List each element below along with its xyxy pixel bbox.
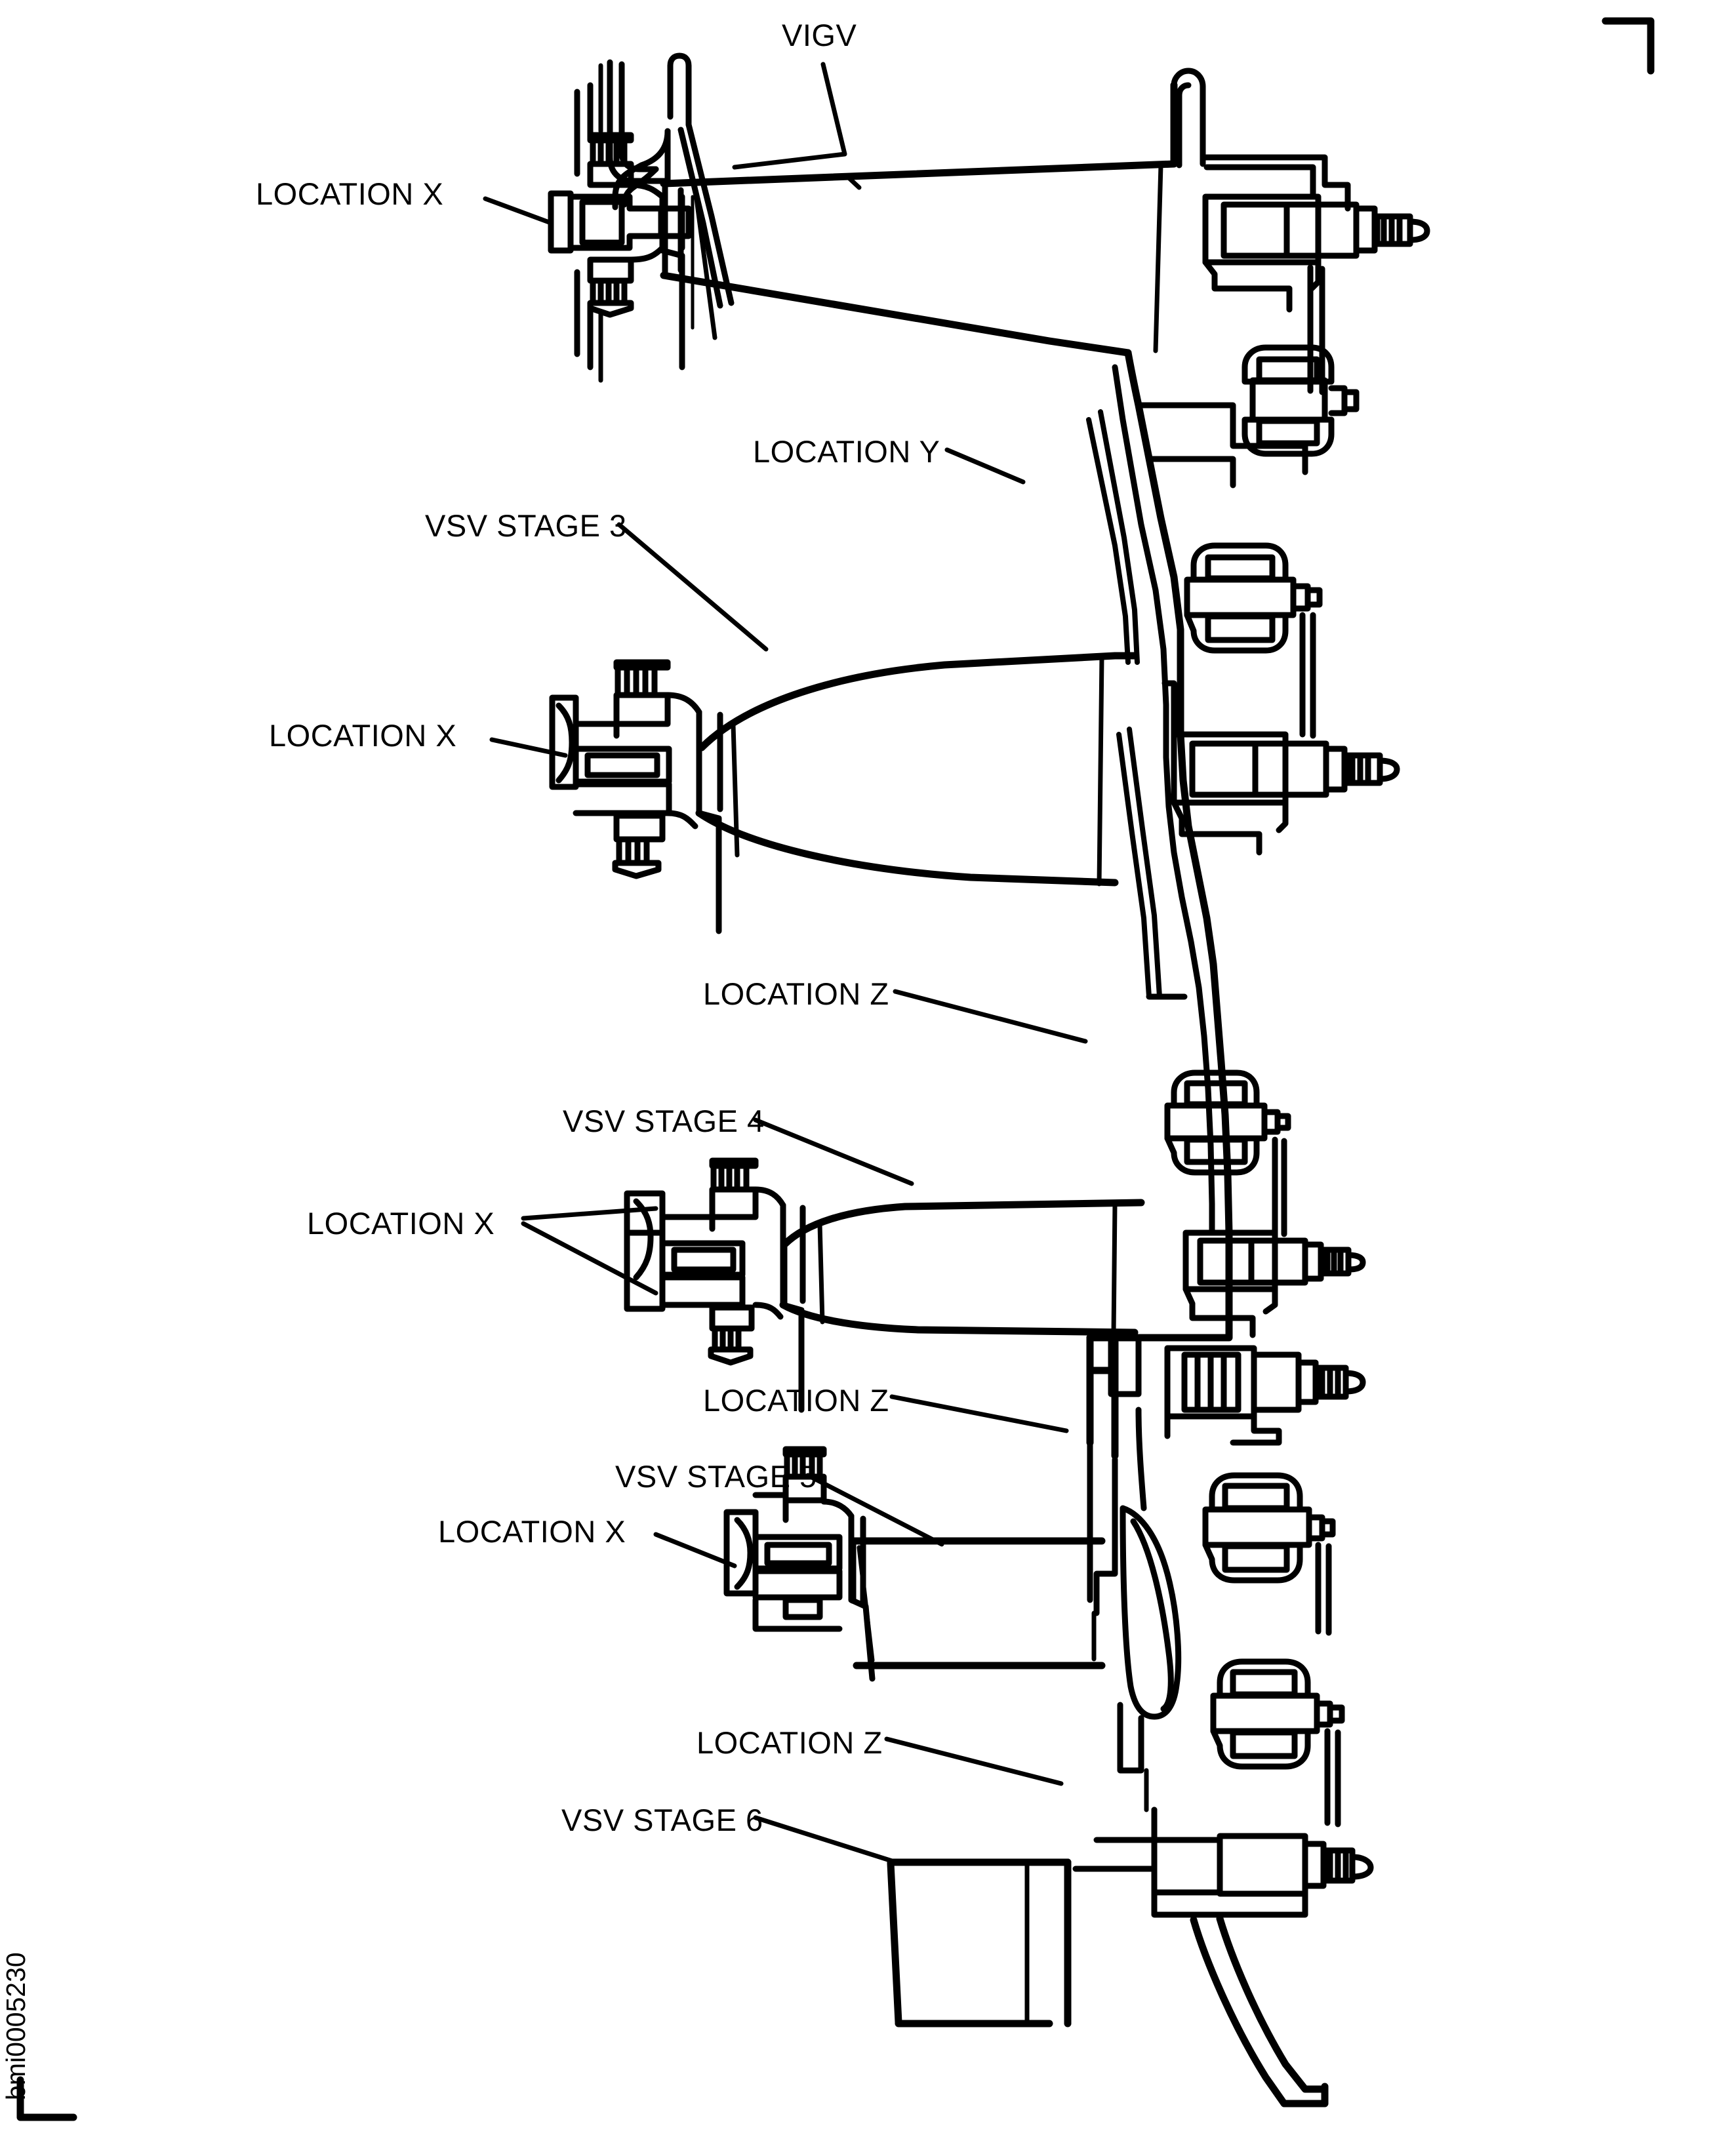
label-location-z-lower: LOCATION Z bbox=[696, 1725, 883, 1760]
vsv-stage-4-assembly bbox=[624, 1157, 1145, 1413]
label-vsv-stage-3: VSV STAGE 3 bbox=[425, 508, 627, 543]
leader-loc_z_1 bbox=[893, 989, 1088, 1044]
leader-vsv_stage_6 bbox=[753, 1815, 895, 1864]
stage-3-casing-hardware bbox=[1135, 402, 1400, 856]
vigv-assembly bbox=[548, 52, 1430, 457]
leader-loc_y bbox=[944, 447, 1026, 485]
label-location-z-middle: LOCATION Z bbox=[703, 1383, 889, 1418]
leader-vigv bbox=[732, 62, 847, 170]
label-location-x-vigv: LOCATION X bbox=[256, 176, 444, 211]
label-location-x-stage-3: LOCATION X bbox=[269, 718, 457, 753]
vsv-stage-3-assembly bbox=[549, 652, 1139, 934]
label-location-y: LOCATION Y bbox=[753, 434, 940, 469]
leader-lines bbox=[483, 62, 1088, 1864]
stage-5-casing-hardware bbox=[1120, 1345, 1366, 1720]
leader-vsv_stage_3 bbox=[616, 522, 769, 652]
label-location-x-stage-5: LOCATION X bbox=[438, 1514, 626, 1549]
leader-vsv_stage_4 bbox=[753, 1117, 914, 1186]
vsv-stage-5-assembly bbox=[723, 1446, 1106, 1682]
leader-loc_x_3b bbox=[521, 1221, 658, 1296]
label-vsv-stage-4: VSV STAGE 4 bbox=[563, 1104, 765, 1138]
label-vigv: VIGV bbox=[782, 18, 857, 52]
casing-spine bbox=[1124, 81, 1233, 1237]
label-vsv-stage-6: VSV STAGE 6 bbox=[561, 1803, 763, 1837]
leader-vsv_stage_5 bbox=[805, 1473, 944, 1547]
vsv-stage-6-assembly bbox=[887, 1858, 1072, 2027]
label-location-z-upper: LOCATION Z bbox=[703, 976, 889, 1011]
figure-id-block: bmi0005230 bbox=[1, 1896, 62, 2112]
leader-loc_x_4 bbox=[653, 1532, 737, 1568]
leader-loc_x_1 bbox=[483, 196, 554, 226]
label-vsv-stage-5: VSV STAGE 5 bbox=[615, 1459, 817, 1494]
leader-loc_x_2 bbox=[489, 737, 568, 758]
casing-lower-mount bbox=[1190, 1915, 1329, 2107]
corner-mark-top-right bbox=[1602, 17, 1655, 75]
stage-4-casing-hardware bbox=[1146, 993, 1366, 1338]
leader-loc_z_3 bbox=[884, 1736, 1064, 1786]
label-location-x-stage-4: LOCATION X bbox=[307, 1206, 495, 1241]
leader-loc_z_2 bbox=[889, 1394, 1069, 1433]
stage-6-casing-hardware bbox=[1072, 1658, 1374, 1918]
corner-mark-bottom-left bbox=[16, 2076, 77, 2121]
casing-web bbox=[1087, 1337, 1147, 1616]
figure-id: bmi0005230 bbox=[1, 1952, 31, 2100]
leader-loc_x_3a bbox=[521, 1206, 658, 1221]
